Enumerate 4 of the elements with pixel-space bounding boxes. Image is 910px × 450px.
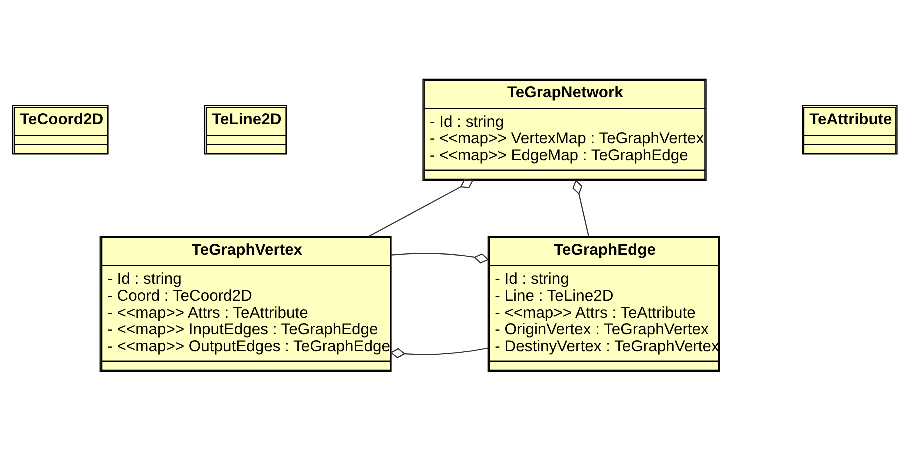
connector: [390, 347, 488, 358]
connector: [391, 252, 490, 264]
connector: [368, 178, 474, 237]
connector: [572, 179, 590, 236]
